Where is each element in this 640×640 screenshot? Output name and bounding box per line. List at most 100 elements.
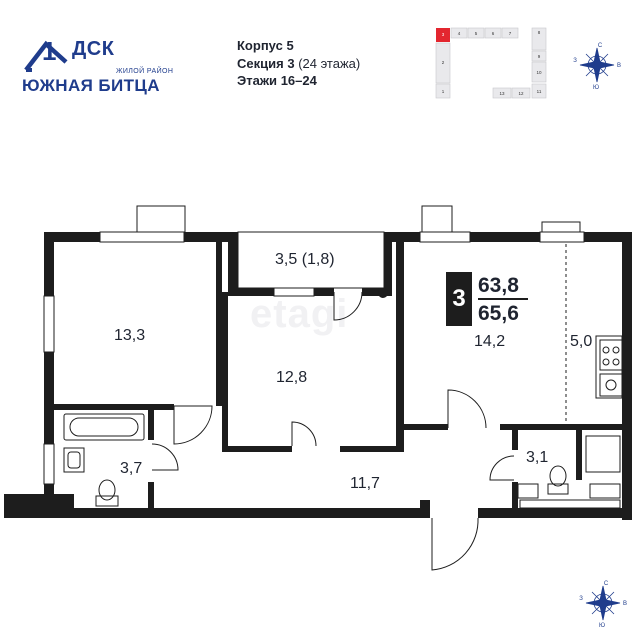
wall-room1-bottom	[54, 404, 174, 410]
logo-text: ДСК	[72, 38, 115, 60]
window-left-wall	[43, 295, 55, 353]
living-area: 65,6	[478, 302, 519, 325]
scheme-label-13: 13	[499, 91, 505, 96]
wall-balcony-bottom-r	[314, 288, 334, 296]
compass-top-s: Ю	[593, 85, 599, 90]
korpus-label: Корпус	[237, 38, 283, 53]
area-corridor: 11,7	[350, 475, 380, 492]
window-left-room-top	[99, 231, 185, 243]
window-balcony	[273, 287, 315, 297]
scheme-section-2	[435, 42, 451, 84]
window-bath	[43, 443, 55, 485]
bath-sink-right	[517, 483, 539, 499]
wall-bottom-left	[4, 494, 74, 518]
compass-top: С В Ю З	[573, 43, 621, 90]
wall-balcony-right	[384, 232, 392, 292]
district-label: ЖИЛОЙ РАЙОН	[116, 68, 174, 75]
sill-kitchen	[541, 221, 581, 233]
wall-room2-right	[396, 242, 404, 452]
scheme-section-4	[450, 27, 468, 39]
sill-left-room	[136, 205, 186, 233]
scheme-label-9: 9	[538, 54, 541, 59]
sill-right-room	[421, 205, 453, 233]
korpus-row: Корпус 5	[237, 37, 360, 55]
door-entrance	[431, 517, 479, 571]
section-scheme: 3 2 1 4 5 6 7 8 9 10 11 12 13	[435, 27, 547, 99]
toilet-right	[547, 483, 569, 495]
area-room-middle: 12,8	[276, 369, 308, 386]
badge-divider	[478, 298, 528, 300]
scheme-label-3: 3	[442, 32, 445, 37]
scheme-section-10	[531, 61, 547, 83]
compass-top-n: С	[598, 43, 603, 49]
section-label: Секция	[237, 55, 284, 71]
compass-bottom-w: З	[579, 596, 583, 602]
wall-bottom-right	[478, 508, 632, 518]
door-room3	[447, 389, 487, 429]
area-room-left: 13,3	[114, 327, 146, 344]
logo-digit: 1	[42, 36, 57, 66]
wall-top-left	[44, 232, 100, 242]
scheme-section-7	[501, 27, 519, 39]
washer-right	[589, 483, 621, 499]
wall-top-far-right	[470, 232, 540, 242]
wall-bath-right-low	[148, 482, 154, 508]
wall-room1-right	[216, 240, 222, 406]
wall-round	[378, 288, 388, 298]
compass-top-w: З	[573, 58, 577, 64]
bathtub	[63, 413, 145, 441]
scheme-section-5	[467, 27, 485, 39]
wall-balcony-bottom-rr	[362, 288, 392, 296]
scheme-label-12: 12	[518, 91, 524, 96]
scheme-section-6	[484, 27, 502, 39]
scheme-label-5: 5	[475, 31, 478, 36]
area-kitchen: 5,0	[570, 333, 593, 350]
compass-top-e: В	[617, 63, 621, 69]
wall-low-mid	[420, 500, 430, 518]
balcony-outline	[237, 231, 385, 289]
wall-balcony-left	[228, 232, 238, 292]
wall-right	[622, 232, 632, 520]
door-room1	[173, 405, 213, 445]
scheme-section-13	[492, 87, 512, 99]
area-bath-left: 3,7	[120, 460, 143, 477]
wall-bath-right	[148, 404, 154, 440]
bath-sink	[63, 447, 85, 473]
wall-balcony-bottom-l	[228, 288, 274, 296]
section-row: Секция 3 (24 этажа)	[237, 55, 360, 73]
building-info: Корпус 5 Секция 3 (24 этажа) Этажи 16–24	[237, 37, 360, 90]
floors-value: 16–24	[280, 73, 317, 88]
shower-right	[585, 435, 621, 473]
scheme-label-6: 6	[492, 31, 495, 36]
scheme-section-1	[435, 83, 451, 99]
floors-label: Этажи	[237, 73, 278, 88]
kitchen-counter	[595, 335, 623, 399]
section-floors: (24 этажа)	[298, 55, 361, 71]
scheme-section-3	[436, 28, 450, 42]
shelf-bottom-right	[519, 499, 621, 509]
wall-room2-bottom-r	[340, 446, 402, 452]
scheme-label-7: 7	[509, 31, 512, 36]
window-right-room	[419, 231, 471, 243]
door-wc	[489, 455, 515, 481]
door-bath	[151, 443, 179, 471]
wall-top-right	[384, 232, 420, 242]
kitchen-stove	[599, 339, 623, 371]
kitchen-sink	[599, 373, 623, 397]
wall-wc-left-low	[512, 482, 518, 508]
developer-logo	[24, 40, 68, 72]
scheme-label-8: 8	[538, 30, 541, 35]
compass-bottom-n: С	[604, 581, 609, 587]
wall-left	[44, 232, 54, 494]
rooms-count: 3	[446, 272, 472, 326]
wall-room2-left	[222, 292, 228, 452]
wall-room3-bottom	[396, 424, 448, 430]
scheme-section-11	[531, 83, 547, 99]
compass-bottom-s: Ю	[599, 623, 605, 628]
section-value: 3	[287, 55, 295, 71]
district-name: ЮЖНАЯ БИТЦА	[22, 76, 160, 95]
scheme-label-10: 10	[536, 70, 542, 75]
area-balcony: 3,5 (1,8)	[275, 251, 335, 268]
scheme-label-2: 2	[442, 60, 445, 65]
